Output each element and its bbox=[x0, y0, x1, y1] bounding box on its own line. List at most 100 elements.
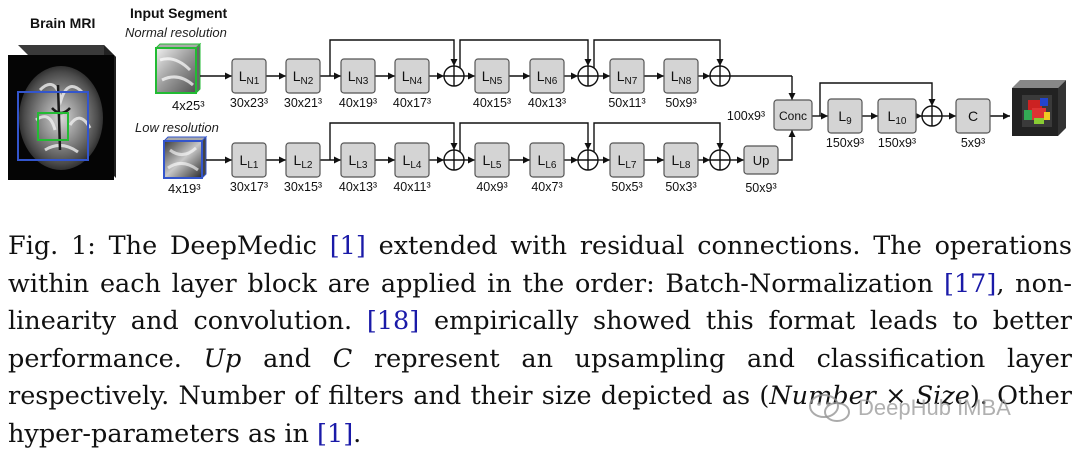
normal-pathway-residual-add-1 bbox=[443, 65, 465, 87]
layer-ll5-size-label: 40x9³ bbox=[476, 180, 507, 194]
layer-ll6-size-label: 40x7³ bbox=[531, 180, 562, 194]
arrow-head bbox=[571, 156, 578, 164]
arrow-head bbox=[523, 72, 530, 80]
arrow-head bbox=[703, 156, 710, 164]
up-block: Up 50x9³ bbox=[743, 145, 779, 195]
arrow-head bbox=[928, 99, 936, 106]
arrow-head bbox=[871, 112, 878, 120]
concatenation-block-size-label: 100x9³ bbox=[727, 109, 765, 123]
arrow-head bbox=[788, 93, 796, 100]
low-pathway-skip-connection-2 bbox=[459, 122, 589, 160]
arrow-head bbox=[334, 156, 341, 164]
layer-ll3-size-label: 40x13³ bbox=[339, 180, 377, 194]
arrow-head bbox=[1003, 112, 1010, 120]
normal-pathway-skip-connection-2 bbox=[459, 39, 589, 76]
low-res-region-box bbox=[17, 91, 89, 161]
arrow-head bbox=[279, 156, 286, 164]
final-residual-add bbox=[921, 105, 943, 127]
arrow-head bbox=[603, 72, 610, 80]
up-block-label: Up bbox=[753, 153, 770, 168]
figure-caption: Fig. 1: The DeepMedic [1] extended with … bbox=[8, 228, 1072, 453]
layer-ll7-size-label: 50x5³ bbox=[611, 180, 642, 194]
classification-block: C 5x9³ bbox=[955, 98, 991, 150]
layer-ln7-size-label: 50x11³ bbox=[608, 96, 645, 110]
citation-link-17[interactable]: [17] bbox=[944, 268, 997, 299]
top-input-size: 4x25³ bbox=[172, 98, 205, 113]
arrow-head bbox=[703, 72, 710, 80]
low-pathway-residual-add-1 bbox=[443, 149, 465, 171]
concatenation-block-label: Conc bbox=[779, 109, 807, 123]
layer-ll4-size-label: 40x11³ bbox=[393, 180, 430, 194]
layer-ln4-size-label: 40x17³ bbox=[393, 96, 431, 110]
arrow-head bbox=[716, 143, 724, 150]
normal-resolution-patch bbox=[154, 42, 202, 95]
caption-emphasis-up: Up bbox=[203, 343, 242, 374]
arrow-head bbox=[225, 72, 232, 80]
low-pathway-skip-connection-1 bbox=[329, 122, 455, 160]
caption-text: extended with residual connections. The … bbox=[8, 231, 1072, 299]
bottom-input-size: 4x19³ bbox=[168, 181, 201, 196]
arrow-head bbox=[468, 156, 475, 164]
deepmedic-diagram: Brain MRI Input Segment Normal resolutio… bbox=[8, 5, 1066, 196]
low-pathway-residual-add-2 bbox=[577, 149, 599, 171]
arrow-head bbox=[788, 130, 796, 137]
citation-link-1[interactable]: [1] bbox=[329, 231, 366, 261]
caption-text: . bbox=[353, 418, 362, 449]
brain-mri-title: Brain MRI bbox=[30, 15, 95, 31]
caption-text: ). Other hyper-parameters as in bbox=[8, 381, 1073, 449]
up-block-size-label: 50x9³ bbox=[745, 181, 776, 195]
citation-link-1b[interactable]: [1] bbox=[317, 418, 354, 449]
connection-lines bbox=[200, 39, 1010, 171]
normal-res-region-box bbox=[37, 112, 69, 141]
caption-times: × bbox=[875, 381, 916, 411]
watermark-text: DeepHub IMBA bbox=[858, 395, 1011, 420]
layer-ln3-size-label: 40x19³ bbox=[339, 96, 377, 110]
arrow-head bbox=[225, 156, 232, 164]
output-segmentation-image bbox=[1012, 80, 1066, 136]
arrow-head bbox=[388, 156, 395, 164]
final-skip-connection bbox=[819, 82, 933, 116]
arrow-head bbox=[949, 112, 956, 120]
low-resolution-patch bbox=[162, 135, 208, 180]
classification-block-label: C bbox=[968, 108, 978, 124]
layer-ll1-size-label: 30x17³ bbox=[230, 180, 268, 194]
arrow-head bbox=[657, 156, 664, 164]
low-resolution-title: Low resolution bbox=[135, 120, 219, 135]
arrow-head bbox=[437, 72, 444, 80]
arrow-head bbox=[657, 72, 664, 80]
arrow-head bbox=[915, 112, 922, 120]
layer-l9-size-label: 150x9³ bbox=[826, 136, 864, 150]
normal-pathway-skip-connection-1 bbox=[329, 39, 455, 76]
concatenation-block: Conc 100x9³ bbox=[727, 99, 813, 131]
caption-text: represent an upsampling and classificati… bbox=[8, 343, 1072, 412]
wechat-icon bbox=[809, 394, 850, 422]
input-segment-title: Input Segment bbox=[130, 5, 228, 21]
caption-text: , non-linearity and convolution. bbox=[8, 268, 1072, 337]
caption-emphasis-size: Size bbox=[915, 381, 970, 411]
arrow-head bbox=[437, 156, 444, 164]
caption-text: empirically showed this format leads to … bbox=[8, 306, 1072, 374]
classification-block-size-label: 5x9³ bbox=[961, 136, 985, 150]
layer-ln1-size-label: 30x23³ bbox=[230, 96, 268, 110]
arrow-head bbox=[279, 72, 286, 80]
low-pathway-residual-add-3 bbox=[709, 149, 731, 171]
layer-ln6-size-label: 40x13³ bbox=[528, 96, 566, 110]
arrow-head bbox=[450, 143, 458, 150]
arrow-head bbox=[603, 156, 610, 164]
arrow-head bbox=[716, 59, 724, 66]
citation-link-18[interactable]: [18] bbox=[366, 306, 420, 336]
